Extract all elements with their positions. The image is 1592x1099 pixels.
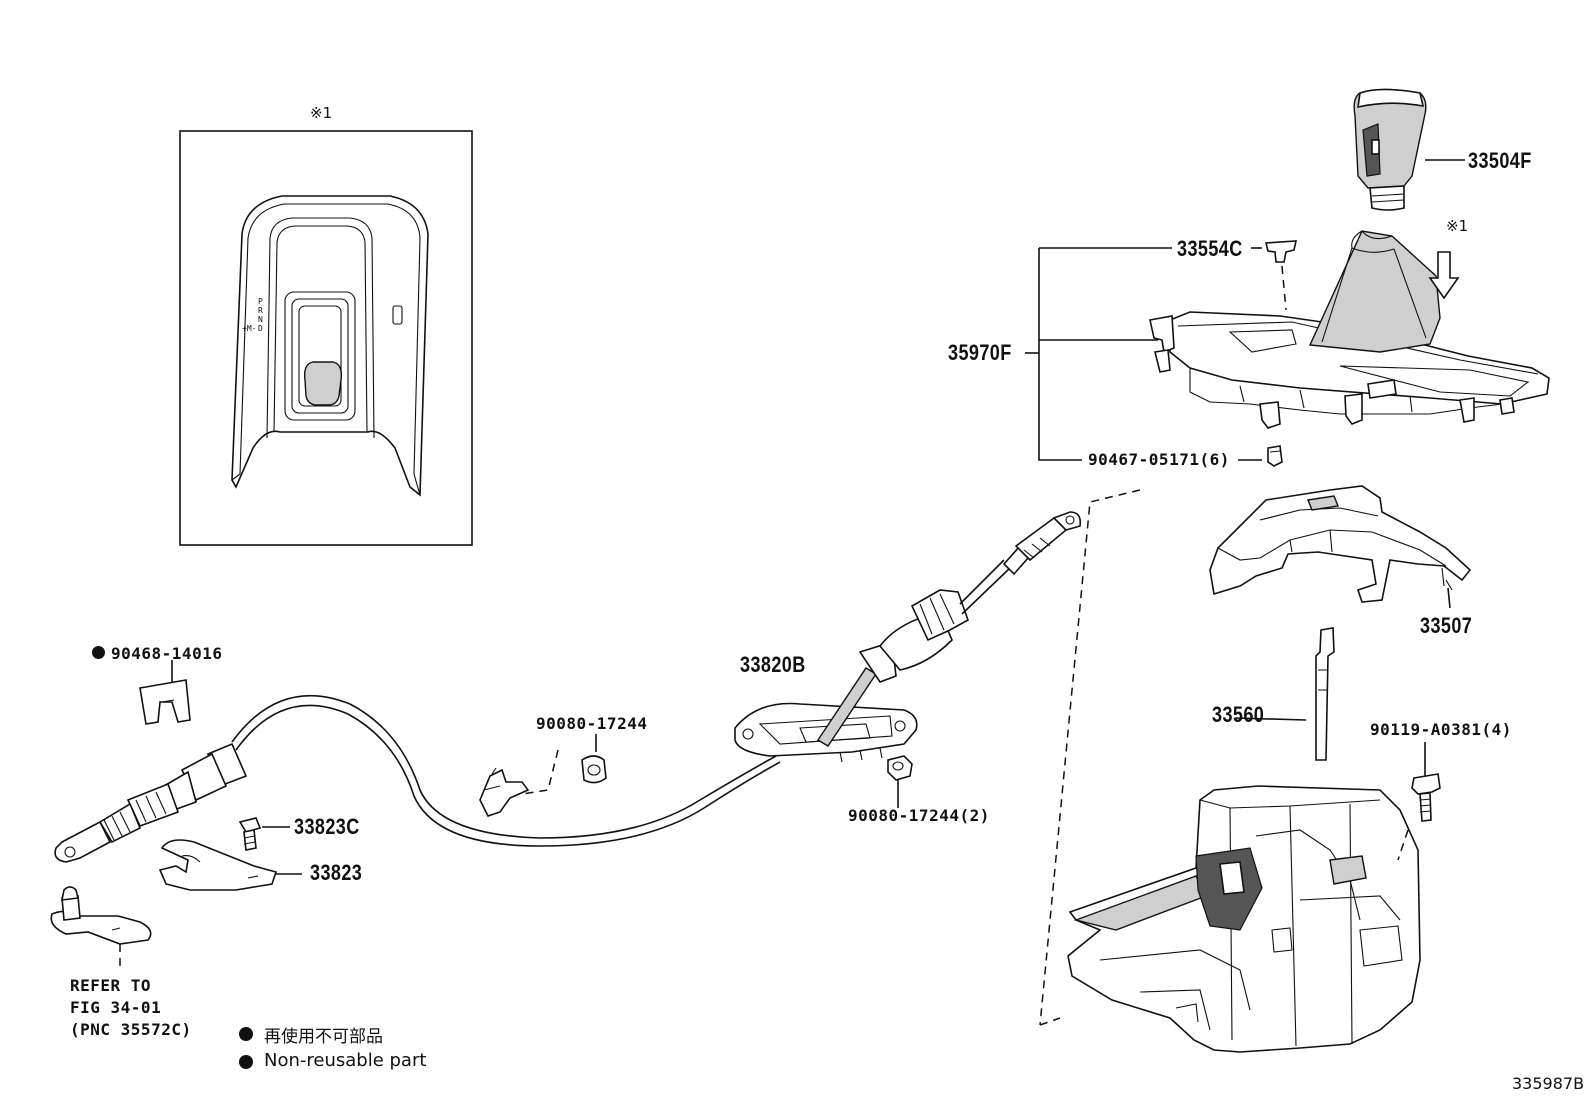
part-label-33823: 33823 — [310, 860, 363, 885]
inset-mark: ※1 — [310, 104, 333, 122]
shift-knob-33504F — [1353, 88, 1465, 211]
part-label-90080-17244-2: 90080-17244(2) — [848, 806, 990, 825]
part-label-90119-A0381: 90119-A0381(4) — [1370, 720, 1512, 739]
part-label-33560: 33560 — [1212, 702, 1265, 727]
non-reusable-bullet — [92, 646, 105, 659]
part-label-35970F: 35970F — [948, 340, 1012, 365]
view-arrow — [1428, 251, 1460, 300]
gear-n: N — [258, 315, 263, 324]
inset-shift-panel-view — [179, 130, 473, 546]
part-number-90468-14016: 90468-14016 — [111, 644, 223, 663]
figure-id: 335987B — [1512, 1074, 1585, 1093]
part-label-33504F: 33504F — [1468, 148, 1532, 173]
gear-p: P — [258, 297, 263, 306]
part-label-90468-14016: 90468-14016 — [92, 644, 222, 663]
refer-line-2: FIG 34-01 — [70, 998, 162, 1017]
dashed-reference-lines — [1039, 489, 1141, 1026]
console-panel-35970F — [1149, 230, 1550, 429]
part-label-90080-17244: 90080-17244 — [536, 714, 648, 733]
part-label-33820B: 33820B — [740, 652, 806, 677]
part-label-33823C: 33823C — [294, 814, 360, 839]
gear-manual: +M- — [242, 324, 257, 333]
nut-90080-17244-2 — [887, 755, 913, 808]
clip-90467-05171 — [1267, 445, 1283, 467]
clip-90468-14016 — [139, 660, 191, 725]
lever-35572C — [50, 886, 152, 966]
refer-line-3: (PNC 35572C) — [70, 1020, 192, 1039]
bracket-33823 — [158, 839, 302, 891]
part-label-90467-05171: 90467-05171(6) — [1088, 450, 1230, 469]
nut-90080-17244 — [581, 734, 607, 784]
refer-line-1: REFER TO — [70, 976, 152, 995]
shift-lever-33560 — [1067, 627, 1421, 1053]
shift-cable-33820B — [54, 511, 1082, 863]
view-arrow-mark: ※1 — [1446, 217, 1469, 235]
clip-33554C — [1264, 240, 1298, 311]
part-label-33554C: 33554C — [1177, 236, 1243, 261]
gear-d: D — [258, 324, 263, 333]
part-label-33507: 33507 — [1420, 613, 1473, 638]
legend-bullets — [239, 1027, 253, 1069]
leader-bracket — [1025, 247, 1262, 461]
legend-japanese: 再使用不可部品 — [264, 1027, 383, 1047]
refer-note: REFER TO FIG 34-01 (PNC 35572C) — [70, 975, 192, 1041]
bolt-90119-A0381 — [1411, 742, 1441, 822]
legend-english: Non-reusable part — [264, 1050, 427, 1071]
gear-r: R — [258, 306, 263, 315]
bracket-33507 — [1209, 485, 1472, 609]
bolt-33823C — [238, 817, 290, 851]
